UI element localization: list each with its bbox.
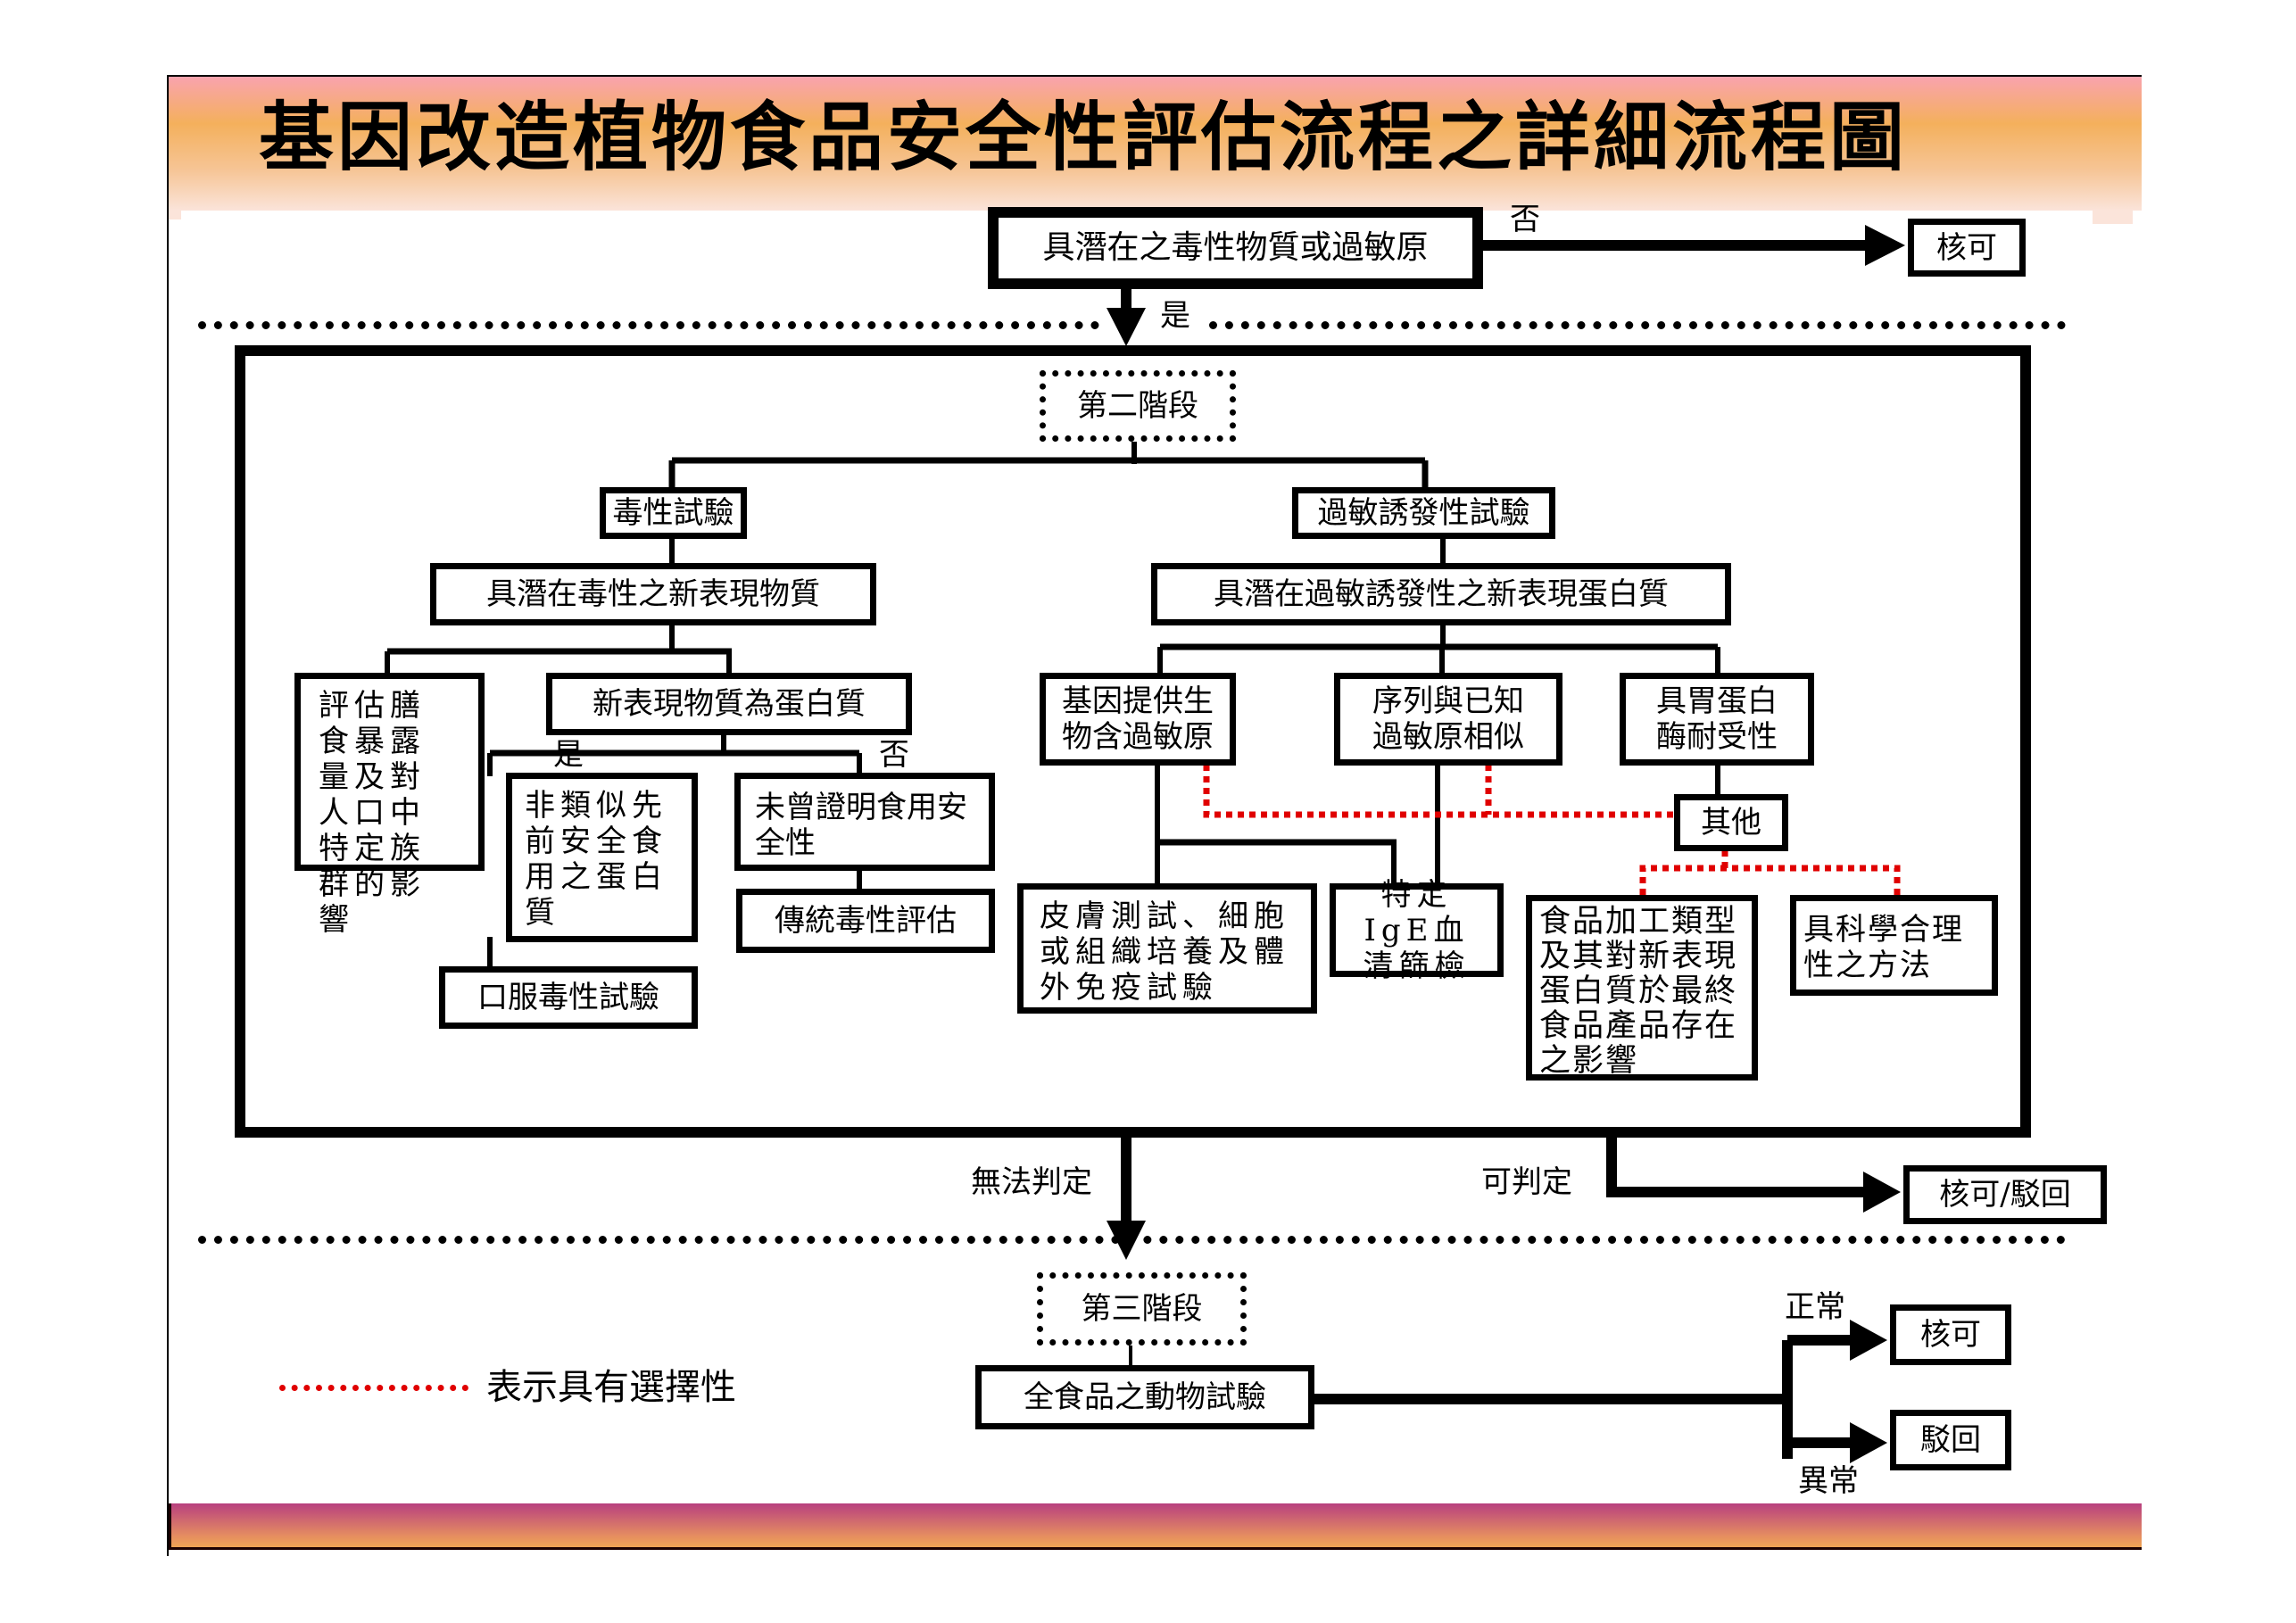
- connector-determinable: [1606, 1131, 1865, 1197]
- node-approve: 核可: [1908, 219, 2026, 277]
- node-label: 評估膳食暴露量及對人口中特定族群的影響: [319, 688, 426, 938]
- node-allergy-test: 過敏誘發性試驗: [1292, 487, 1555, 539]
- node-label: 基因提供生物含過敏原: [1062, 683, 1214, 755]
- header-band-edge: [169, 211, 181, 219]
- edge-label-normal: 正常: [1785, 1289, 1845, 1325]
- stage2-label: 第二階段: [1040, 370, 1236, 442]
- legend-text: 表示具有選擇性: [486, 1367, 736, 1408]
- node-label: 核可/駁回: [1939, 1177, 2071, 1213]
- stage-label-text: 第三階段: [1081, 1291, 1203, 1327]
- node-label: 核可: [1920, 1317, 1981, 1353]
- arrow-head-icon: [1107, 308, 1146, 346]
- node-toxic-substance: 具潛在毒性之新表現物質: [430, 563, 876, 625]
- edge-label-no: 否: [1510, 202, 1540, 237]
- node-toxicity-test: 毒性試驗: [600, 487, 747, 539]
- legend-optional-line: [279, 1385, 468, 1391]
- node-sequence-similarity: 序列與已知過敏原相似: [1334, 673, 1562, 766]
- node-other: 其他: [1674, 794, 1788, 851]
- node-food-processing: 食品加工類型及其對新表現蛋白質於最終食品產品存在之影響: [1526, 895, 1758, 1081]
- node-label: 具潛在毒性之新表現物質: [486, 576, 820, 612]
- node-ige-screening: 特定IgE血清篩檢: [1330, 877, 1504, 984]
- node-label: 新表現物質為蛋白質: [593, 686, 866, 722]
- optional-connector-gene: [1203, 765, 1678, 818]
- node-label: 序列與已知過敏原相似: [1372, 683, 1524, 755]
- header-band: [169, 77, 2142, 211]
- node-label: 具科學合理性之方法: [1803, 912, 1964, 983]
- node-label: 食品加工類型及其對新表現蛋白質於最終食品產品存在之影響: [1539, 904, 1738, 1079]
- arrow-head-icon: [1850, 1320, 1887, 1361]
- node-label: 口服毒性試驗: [477, 980, 659, 1015]
- node-label: 特定IgE血清篩檢: [1363, 876, 1471, 984]
- node-is-protein: 新表現物質為蛋白質: [546, 673, 912, 735]
- node-unproven-safety: 未曾證明食用安全性: [734, 773, 995, 871]
- node-label: 非類似先前安全食用之蛋白質: [525, 788, 667, 931]
- node-label: 具潛在之毒性物質或過敏原: [1042, 229, 1429, 266]
- slide-frame: [167, 75, 2142, 1556]
- node-label: 具胃蛋白酶耐受性: [1656, 683, 1778, 755]
- node-allergenic-protein: 具潛在過敏誘發性之新表現蛋白質: [1151, 563, 1731, 625]
- node-label: 皮膚測試、細胞或組織培養及體外免疫試驗: [1040, 898, 1289, 1006]
- edge-label-no: 否: [879, 737, 909, 773]
- node-stage3-approve: 核可: [1890, 1304, 2011, 1365]
- node-oral-toxicity: 口服毒性試驗: [439, 966, 698, 1029]
- node-skin-test: 皮膚測試、細胞或組織培養及體外免疫試驗: [1017, 883, 1317, 1014]
- node-pepsin-resistance: 具胃蛋白酶耐受性: [1620, 673, 1814, 766]
- edge-label-undetermined: 無法判定: [971, 1164, 1092, 1200]
- stage2-container: [235, 345, 2031, 1138]
- node-label: 其他: [1701, 805, 1761, 840]
- node-gene-source: 基因提供生物含過敏原: [1040, 673, 1236, 766]
- node-potential-toxin-allergen: 具潛在之毒性物質或過敏原: [988, 207, 1483, 289]
- node-traditional-toxicity: 傳統毒性評估: [736, 889, 995, 953]
- node-label: 全食品之動物試驗: [1024, 1379, 1266, 1415]
- edge-label-determinable: 可判定: [1481, 1164, 1572, 1200]
- node-label: 核可: [1936, 229, 1997, 266]
- node-label: 未曾證明食用安全性: [755, 790, 967, 861]
- stage-label-text: 第二階段: [1077, 388, 1198, 424]
- node-exposure-assessment: 評估膳食暴露量及對人口中特定族群的影響: [294, 673, 485, 938]
- optional-connector-processing: [1639, 865, 1901, 895]
- node-scientific-method: 具科學合理性之方法: [1790, 895, 1998, 996]
- arrow-head-icon: [1850, 1422, 1887, 1463]
- node-approve-reject: 核可/駁回: [1903, 1165, 2107, 1224]
- node-whole-food-animal-test: 全食品之動物試驗: [975, 1365, 1314, 1429]
- node-stage3-reject: 駁回: [1890, 1410, 2011, 1470]
- edge-label-yes: 是: [553, 737, 584, 773]
- node-non-similar-protein: 非類似先前安全食用之蛋白質: [506, 773, 698, 942]
- node-label: 過敏誘發性試驗: [1317, 495, 1530, 531]
- node-label: 駁回: [1920, 1422, 1981, 1458]
- footer-band: [169, 1503, 2142, 1550]
- header-band-edge: [2093, 211, 2133, 224]
- stage-separator: [198, 1236, 2066, 1244]
- stage3-label: 第三階段: [1037, 1272, 1247, 1346]
- stage-separator: [1209, 321, 2066, 329]
- node-label: 毒性試驗: [612, 495, 734, 531]
- node-label: 具潛在過敏誘發性之新表現蛋白質: [1214, 576, 1669, 612]
- edge-label-yes: 是: [1160, 298, 1190, 334]
- node-label: 傳統毒性評估: [775, 903, 957, 939]
- stage-separator: [198, 321, 1099, 329]
- arrow-head-icon: [1863, 1172, 1901, 1213]
- edge-label-abnormal: 異常: [1798, 1463, 1859, 1499]
- page-title: 基因改造植物食品安全性評估流程之詳細流程圖: [258, 93, 1908, 181]
- arrow-head-icon: [1865, 225, 1905, 266]
